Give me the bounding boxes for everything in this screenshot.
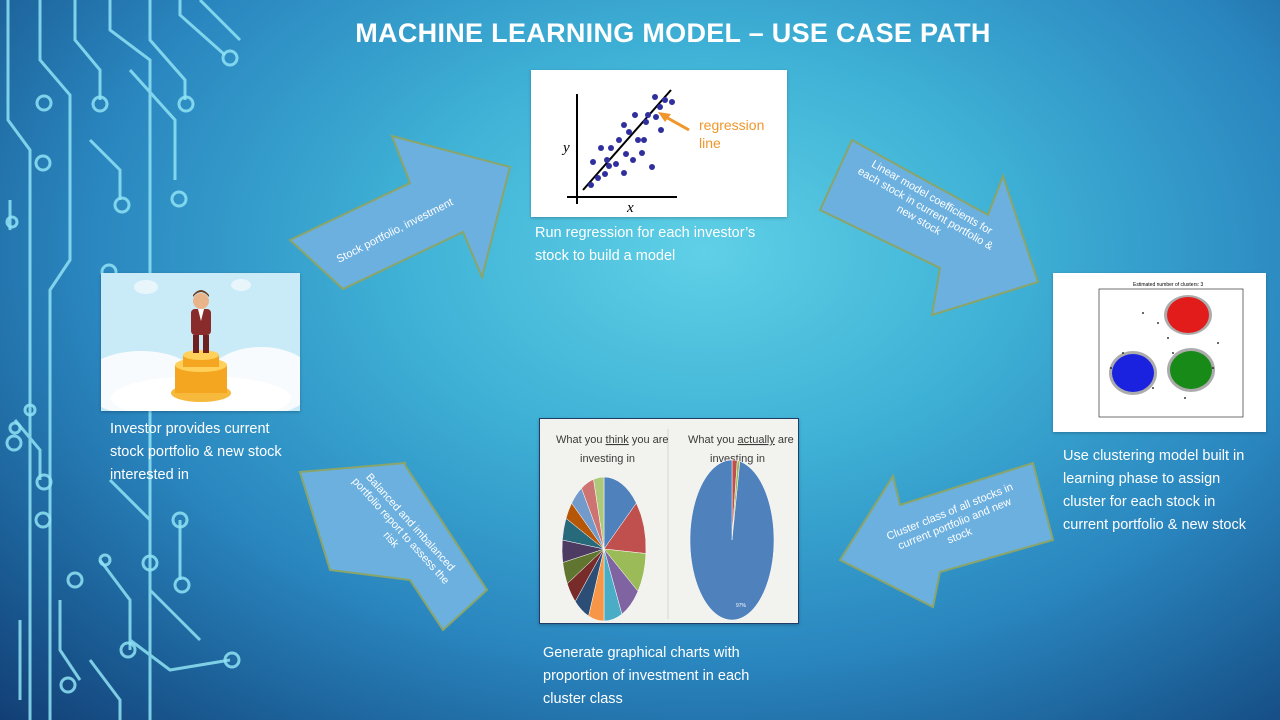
right-title-line1: What you actually are [688, 434, 794, 446]
annotation-arrow [663, 114, 690, 132]
caption-charts: Generate graphical charts with proportio… [543, 645, 750, 707]
investor-illustration-card [101, 273, 300, 411]
pie-charts-card: What you think you are investing in What… [539, 418, 799, 624]
cluster-blue [1109, 351, 1157, 395]
caption-clustering: Use clustering model built in learning p… [1063, 448, 1246, 533]
y-axis-label: y [561, 140, 570, 156]
clustering-chart: Estimated number of clusters: 3 [1098, 282, 1244, 418]
annotation-arrowhead [658, 112, 671, 122]
regression-chart: y x regression line [561, 89, 764, 216]
page-title: MACHINE LEARNING MODEL – USE CASE PATH [355, 18, 991, 48]
scatter-points [588, 94, 675, 188]
arrow-label-cluster-class: Cluster class of all stocks in current p… [885, 481, 1015, 553]
pie-slice [603, 476, 637, 550]
pie-slice [593, 476, 605, 550]
left-title-line1: What you think you are [556, 434, 669, 446]
x-axis-label: x [626, 200, 634, 216]
pie-charts: What you think you are investing in What… [540, 419, 798, 623]
pie-slice [689, 459, 775, 621]
clustering-chart-card: Estimated number of clusters: 3 [1053, 273, 1266, 432]
cluster-chart-title: Estimated number of clusters: 3 [1133, 282, 1204, 288]
left-title-line2: investing in [580, 453, 635, 465]
caption-investor: Investor provides current stock portfoli… [110, 421, 282, 483]
regression-annotation-line2: line [699, 135, 721, 151]
businessman-icon [191, 290, 211, 353]
caption-regression: Run regression for each investor’s stock… [535, 225, 756, 264]
arrow-label-stock-portfolio: Stock portfolio, investment [334, 196, 456, 266]
arrow-label-linear-model: Linear model coefficients for each stock… [855, 158, 995, 253]
regression-line [582, 89, 672, 191]
regression-chart-card: y x regression line [531, 70, 787, 217]
investor-illustration [101, 273, 300, 411]
circuit-decoration [5, 0, 242, 720]
cluster-green [1167, 348, 1215, 392]
regression-annotation-line1: regression [699, 117, 764, 133]
coin-stack-icon [171, 350, 231, 402]
arrow-label-balanced-report: Balanced and imbalanced portfolio report… [349, 471, 457, 587]
plot-frame [1098, 288, 1244, 418]
left-pie-chart [561, 476, 647, 622]
right-pie-label: 97% [736, 603, 747, 609]
right-pie-chart [689, 459, 775, 621]
cluster-red [1164, 295, 1212, 335]
